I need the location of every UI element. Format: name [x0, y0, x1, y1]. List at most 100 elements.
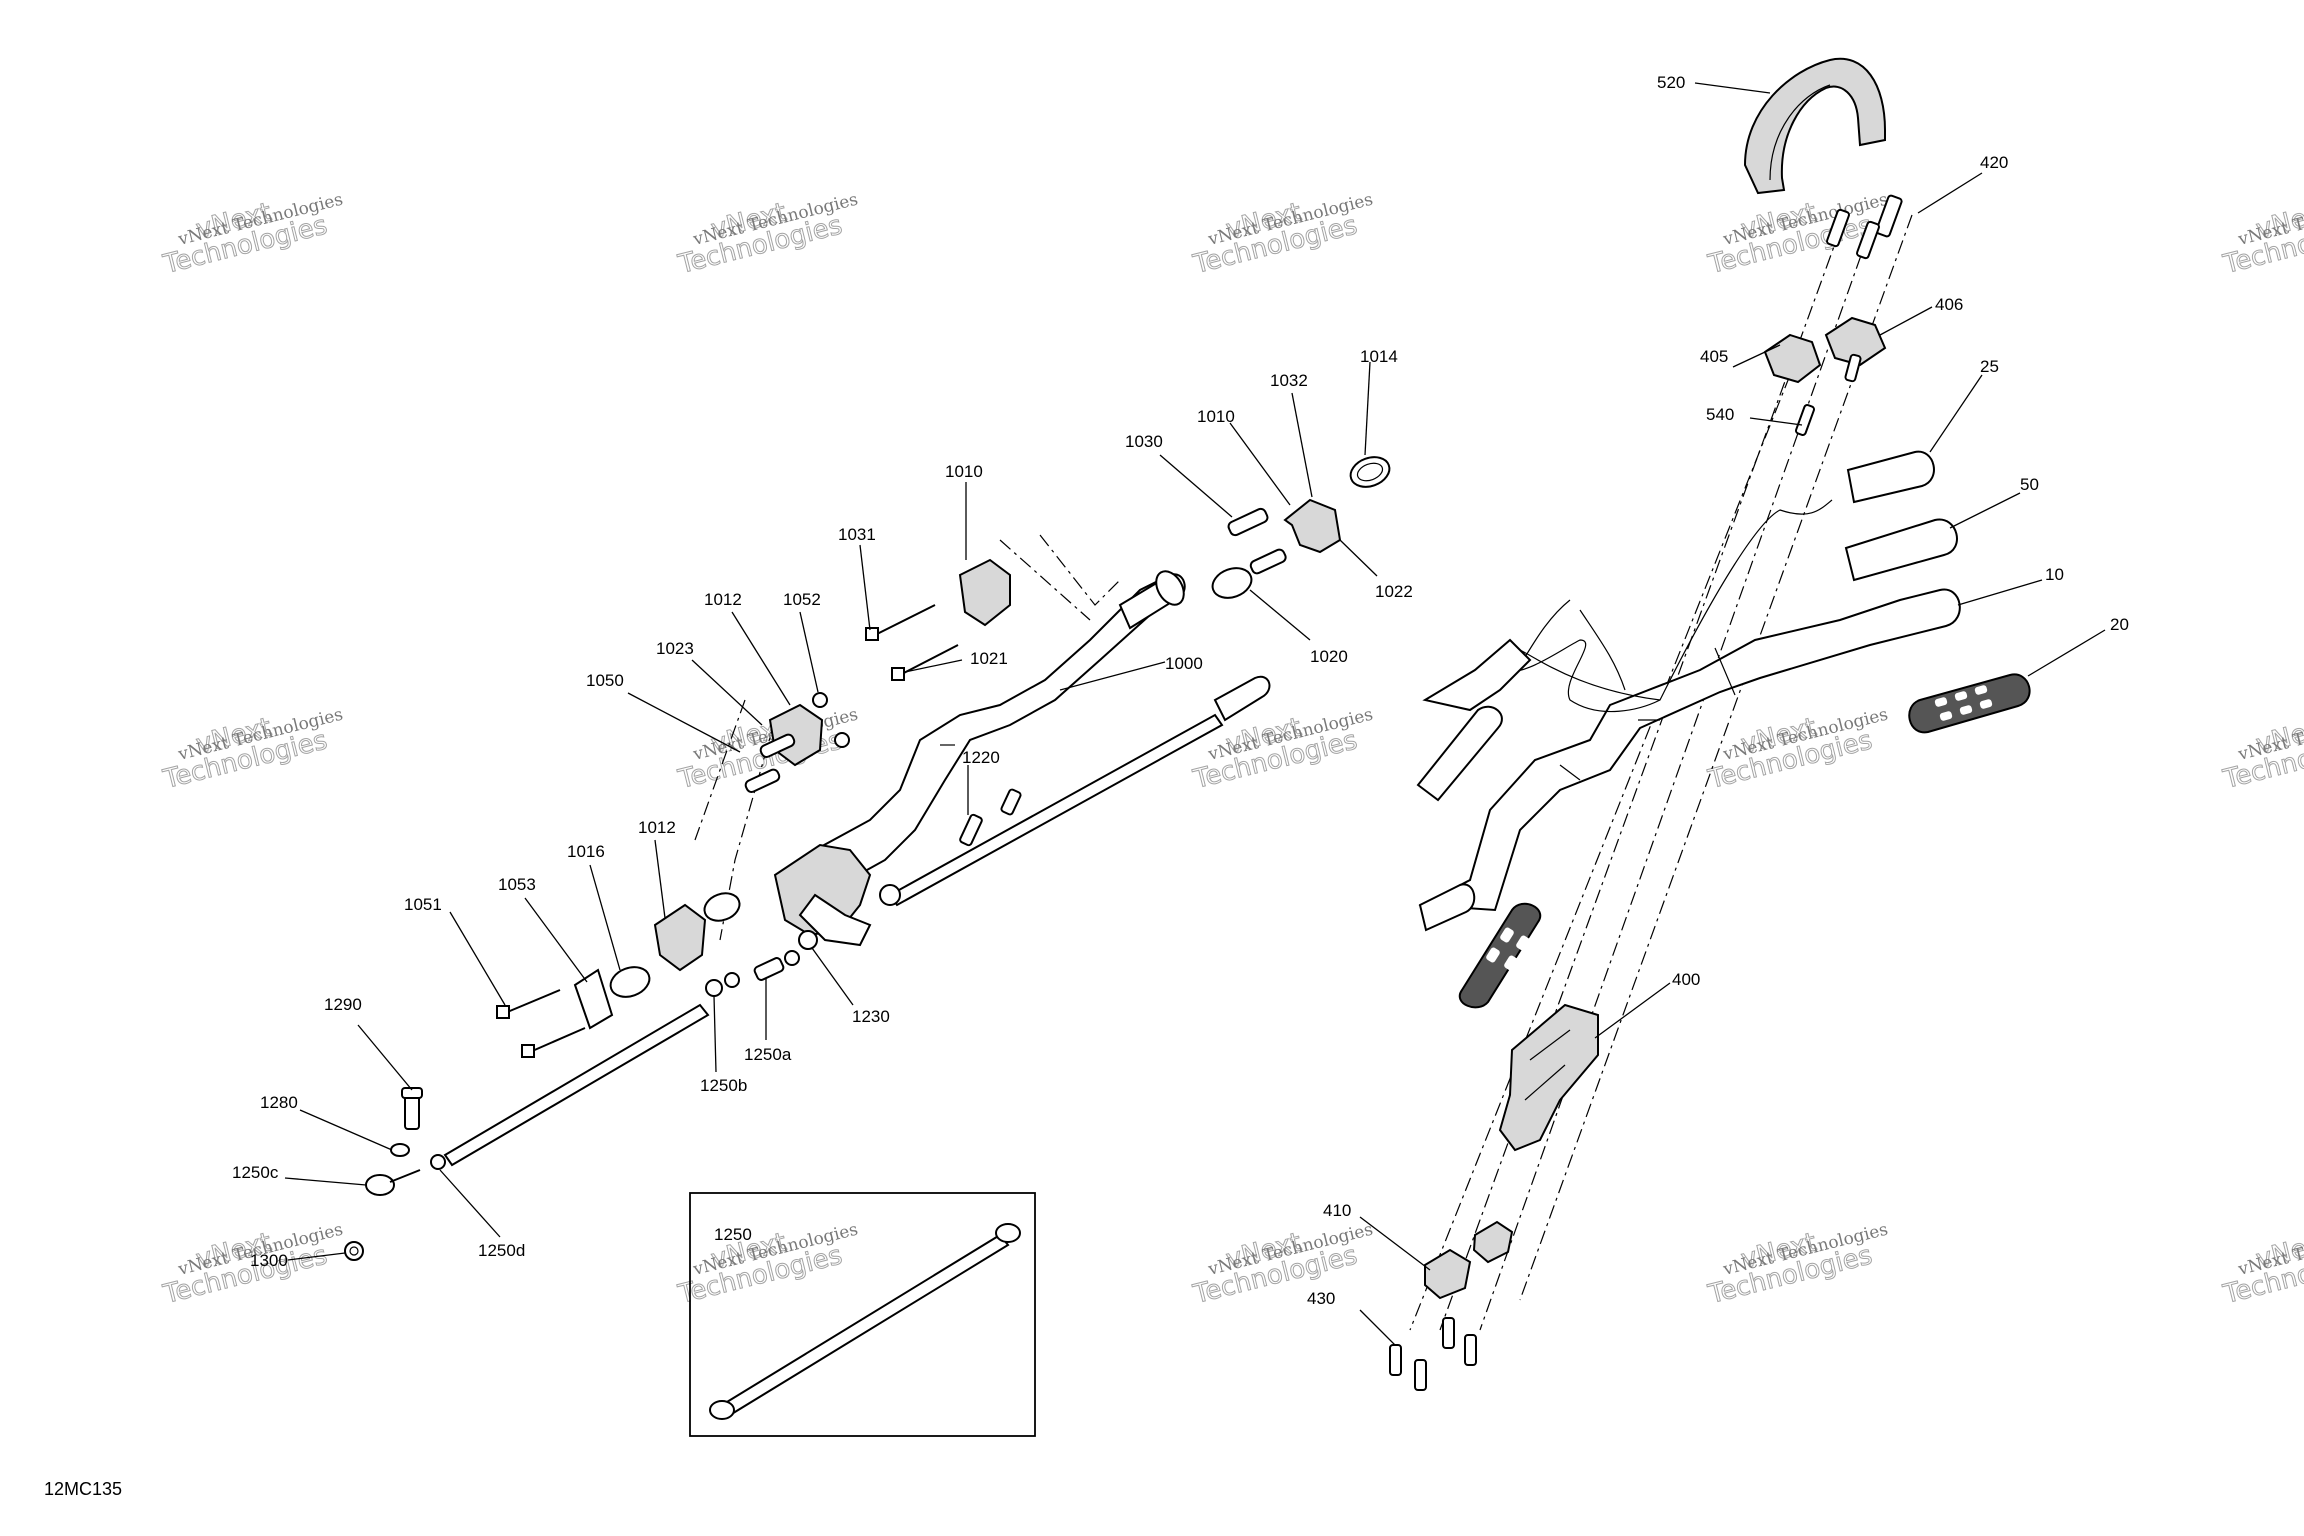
wire [1579, 609, 1626, 691]
clamp-half [1763, 333, 1822, 384]
watermark: vNextTechnologies vNext Technologies [674, 190, 860, 281]
callout-1050: 1050 [586, 671, 624, 690]
bushing-ring-inner [1356, 462, 1384, 482]
wire-harness [1499, 499, 1833, 713]
bolt [899, 644, 959, 676]
bushing [1211, 567, 1253, 599]
callout-1250c: 1250c [232, 1163, 279, 1182]
inset-frame [689, 1192, 1036, 1437]
column-top-end [1155, 570, 1185, 606]
nut [344, 1241, 364, 1261]
screw [1795, 404, 1815, 436]
throttle-housing [1422, 638, 1532, 712]
lower-clamp [1424, 1248, 1472, 1300]
grip-pattern [1934, 685, 1993, 721]
handlebar [1418, 588, 1961, 912]
handlebar-mark [1559, 764, 1581, 781]
rod-end-stem [389, 1169, 421, 1183]
watermark: vNextTechnologies vNext Technologies [1704, 705, 1890, 796]
riser-detail [1529, 1029, 1571, 1061]
bolt [1826, 194, 1903, 260]
watermark: vNextTechnologies vNext Technologies [2219, 705, 2304, 796]
callout-1021: 1021 [970, 649, 1008, 668]
callout-1290: 1290 [324, 995, 362, 1014]
inset-rod-end [995, 1223, 1021, 1243]
washer-plate [573, 968, 614, 1030]
inset-tie-rod-detail: 1250 [689, 1192, 1036, 1437]
bolt [1000, 788, 1022, 816]
handlebar-riser [1498, 1003, 1599, 1152]
callout-1012-upper: 1012 [704, 590, 742, 609]
callout-1010-lower: 1010 [945, 462, 983, 481]
sleeve [759, 733, 796, 758]
watermark: vNextTechnologies vNext Technologies [1704, 1220, 1890, 1311]
bolt [874, 604, 936, 636]
bolt-head [401, 1087, 423, 1099]
rod-end [365, 1174, 395, 1196]
sleeve [1249, 548, 1287, 575]
watermark: vNextTechnologies vNext Technologies [159, 190, 345, 281]
nut [812, 692, 828, 708]
column-clamp [1283, 498, 1342, 554]
lower-clamp [1472, 1220, 1514, 1264]
washer [798, 930, 818, 950]
assembly-line [1409, 349, 1801, 1331]
callout-1014: 1014 [1360, 347, 1398, 366]
callout-1020: 1020 [1310, 647, 1348, 666]
callout-1032: 1032 [1270, 371, 1308, 390]
nut [724, 972, 740, 988]
inset-rod-end [709, 1400, 735, 1420]
bolt-head [521, 1044, 535, 1058]
callout-labels: 520 420 406 405 540 25 50 10 20 400 410 … [232, 73, 2129, 1308]
assembly-line [1519, 214, 1913, 1301]
steering-column-assembly [344, 456, 1391, 1261]
callout-1051: 1051 [404, 895, 442, 914]
callout-50: 50 [2020, 475, 2039, 494]
callout-400: 400 [1672, 970, 1700, 989]
nut [834, 732, 850, 748]
grip-sleeve [1846, 450, 1935, 504]
nut [430, 1154, 446, 1170]
callout-1250d: 1250d [478, 1241, 525, 1260]
steering-arm [773, 843, 872, 937]
callout-405: 405 [1700, 347, 1728, 366]
bolt [404, 1094, 420, 1130]
screw [1844, 353, 1862, 383]
support-clamp [653, 903, 707, 972]
watermark: vNextTechnologies vNext Technologies [2219, 1220, 2304, 1311]
bushing-ring [1349, 456, 1391, 488]
callout-1300: 1300 [250, 1251, 288, 1270]
sleeve [1227, 507, 1269, 537]
tie-rod-lower [443, 1003, 710, 1167]
wire [1519, 599, 1571, 666]
callout-1012-lower: 1012 [638, 818, 676, 837]
grip-right [1908, 673, 2031, 734]
callout-1250a: 1250a [744, 1045, 792, 1064]
grip-pattern [1486, 927, 1530, 971]
assembly-line [999, 539, 1091, 621]
callout-410: 410 [1323, 1201, 1351, 1220]
watermark: vNextTechnologies vNext Technologies [159, 705, 345, 796]
callout-420: 420 [1980, 153, 2008, 172]
handlebar-pad [1743, 57, 1886, 195]
washer [390, 1143, 410, 1157]
bolt [1389, 1317, 1477, 1391]
inset-label: 1250 [714, 1225, 752, 1244]
grip-sleeve-left [1416, 705, 1503, 802]
callout-430: 430 [1307, 1289, 1335, 1308]
tie-rod-end-top [1213, 675, 1271, 722]
callout-1030: 1030 [1125, 432, 1163, 451]
nut-hole [349, 1246, 359, 1256]
grip-left [1458, 902, 1542, 1009]
bolt-head [891, 667, 905, 681]
bolt-head [496, 1005, 510, 1019]
watermark: vNextTechnologies vNext Technologies [1189, 705, 1375, 796]
handlebar-mark [1714, 647, 1736, 696]
wire [1519, 649, 1661, 701]
watermark: vNextTechnologies vNext Technologies [2219, 190, 2304, 281]
callout-10: 10 [2045, 565, 2064, 584]
callout-1230: 1230 [852, 1007, 890, 1026]
callout-25: 25 [1980, 357, 1999, 376]
bolt [529, 1027, 586, 1053]
